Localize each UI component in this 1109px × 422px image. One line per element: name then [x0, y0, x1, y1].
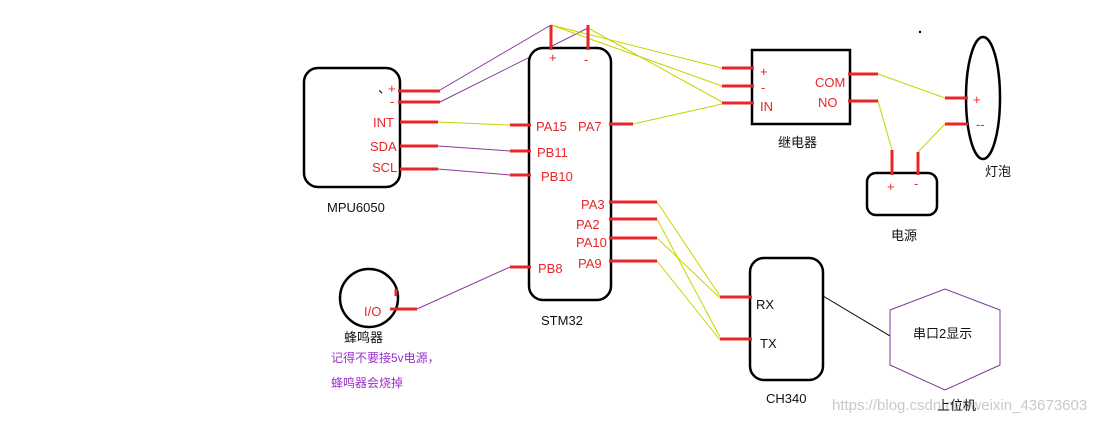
mpu-label-plus: +: [388, 81, 396, 96]
host-body: [889, 288, 1001, 391]
wire-relay-plus: [550, 24, 723, 69]
wire-com-lamp: [877, 73, 946, 99]
buzzer-label-io: I/O: [364, 304, 381, 319]
relay-label-no: NO: [818, 95, 838, 110]
lamp-label-plus: +: [973, 92, 981, 107]
wire-relay-minus: [550, 24, 723, 87]
lamp-label-minus: --: [976, 117, 985, 132]
power-label-minus: -: [914, 176, 918, 191]
stm32-label-pa15: PA15: [536, 119, 567, 134]
ch340-name: CH340: [766, 391, 806, 406]
ch340-label-rx: RX: [756, 297, 774, 312]
mpu6050-name: MPU6050: [327, 200, 385, 215]
relay-label-plus: +: [760, 64, 768, 79]
stm32-label-pb11: PB11: [537, 145, 568, 160]
lamp-name: 灯泡: [985, 164, 1011, 179]
power-module: + - 电源: [865, 150, 939, 243]
wires: [416, 24, 946, 341]
lamp-body: [964, 35, 1002, 161]
wire-mpu-plus: [439, 24, 552, 91]
wire-mpu-minus: [439, 27, 589, 103]
stm32-label-pa2: PA2: [576, 217, 600, 232]
stm32-label-pa10: PA10: [576, 235, 607, 250]
wire-scl-pb10: [437, 168, 511, 176]
ch340-label-tx: TX: [760, 336, 777, 351]
stm32-label-pb10: PB10: [541, 169, 573, 184]
wire-pa9: [656, 260, 721, 341]
relay-name: 继电器: [778, 135, 817, 150]
wire-relay-in-aux: [587, 27, 723, 103]
stm32-label-plus: +: [549, 50, 557, 65]
relay-label-in: IN: [760, 99, 773, 114]
relay-label-minus: -: [761, 80, 765, 95]
mpu-label-minus: -: [390, 94, 394, 109]
power-label-plus: +: [887, 179, 895, 194]
stm32-label-pa9: PA9: [578, 256, 602, 271]
wire-pa10: [656, 237, 721, 299]
mpu-label-sda: SDA: [370, 139, 397, 154]
stm32-label-pa7: PA7: [578, 119, 602, 134]
wire-no-power: [877, 100, 893, 151]
mpu6050-module: 、 + - INT SDA SCL MPU6050: [302, 66, 440, 215]
watermark: https://blog.csdn.net/weixin_43673603: [832, 397, 1087, 414]
host-content: 串口2显示: [913, 326, 972, 341]
host-module: 串口2显示 上位机: [889, 288, 1001, 413]
mpu-label-scl: SCL: [372, 160, 397, 175]
buzzer-note-line2: 蜂鸣器会烧掉: [331, 375, 403, 390]
stm32-label-minus: -: [584, 52, 588, 67]
host-name: 上位机: [937, 398, 976, 413]
stm32-name: STM32: [541, 313, 583, 328]
wire-pa2: [656, 218, 721, 338]
power-name: 电源: [891, 228, 917, 243]
stray-dot: [918, 30, 922, 34]
wire-pa3: [656, 201, 721, 297]
power-body: [865, 171, 939, 217]
buzzer-body: [338, 267, 400, 329]
ch340-body: [748, 256, 825, 382]
wire-power-lamp: [917, 123, 946, 153]
wire-sda-pb11: [437, 145, 511, 152]
stm32-module: + - PA15 PA7 PB11 PB10 PA3 PA2 PA10 PA9 …: [510, 25, 657, 328]
buzzer-note-line1: 记得不要接5v电源，: [331, 350, 440, 365]
buzzer-name: 蜂鸣器: [344, 330, 383, 345]
stm32-label-pa3: PA3: [581, 197, 605, 212]
relay-label-com: COM: [815, 75, 845, 90]
wire-int-pa15: [437, 121, 511, 126]
buzzer-module: I/O 蜂鸣器 记得不要接5v电源， 蜂鸣器会烧掉: [331, 267, 440, 390]
relay-module: + - IN COM NO 继电器: [722, 48, 878, 150]
wire-ch340-host: [822, 295, 891, 337]
mpu-label-int: INT: [373, 115, 394, 130]
stm32-label-pb8: PB8: [538, 261, 563, 276]
wire-pa7-in: [632, 103, 723, 125]
ch340-module: RX TX CH340: [720, 256, 825, 406]
lamp-module: + -- 灯泡: [918, 30, 1011, 179]
wire-io-pb8: [416, 266, 511, 310]
mpu6050-body: [302, 66, 402, 189]
mpu-mark: 、: [378, 81, 391, 96]
